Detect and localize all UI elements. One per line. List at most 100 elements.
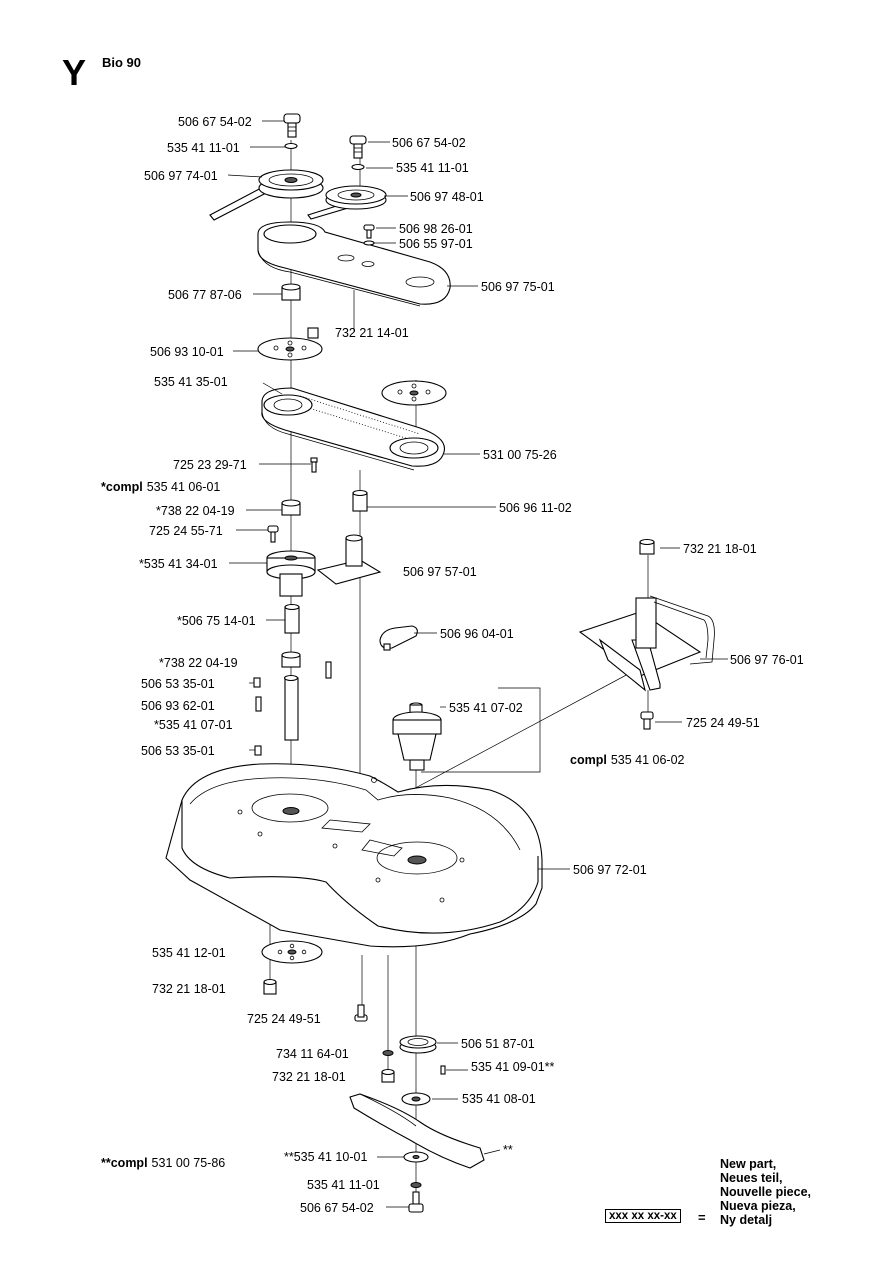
leader-lines — [227, 120, 728, 1208]
spacer-506-77-87 — [281, 283, 301, 301]
nut-732-21-18-left — [263, 978, 277, 995]
screw-725-24-49-bottom — [354, 1004, 368, 1022]
compl-label-bottom: **compl 531 00 75-86 — [101, 1156, 225, 1170]
part-label: *535 41 07-01 — [154, 718, 233, 732]
part-label: 506 67 54-02 — [392, 136, 466, 150]
legend-line: New part, — [720, 1157, 777, 1171]
part-label: 535 41 06-01 — [147, 480, 221, 494]
part-label: 506 67 54-02 — [300, 1201, 374, 1215]
spacer-small — [307, 327, 319, 339]
disc-plate-left — [257, 337, 323, 361]
washer-506-51-87 — [399, 1035, 437, 1054]
legend-line: Ny detalj — [720, 1213, 773, 1227]
pin-mid — [255, 696, 262, 712]
part-label: 506 55 97-01 — [399, 237, 473, 251]
part-label: 531 00 75-26 — [483, 448, 557, 462]
part-label: *738 22 04-19 — [159, 656, 238, 670]
part-label: 506 93 10-01 — [150, 345, 224, 359]
legend-line: Nouvelle piece, — [720, 1185, 812, 1199]
compl-prefix: compl — [570, 753, 607, 767]
shaft-535-41-07-01 — [283, 674, 299, 741]
belt-cover-upper — [257, 221, 451, 307]
pulley-small — [325, 185, 387, 210]
washer-bottom — [410, 1182, 422, 1188]
bolt-bottom — [408, 1191, 424, 1213]
legend-new-part: New part, Neues teil, Nouvelle piece, Nu… — [720, 1157, 811, 1227]
legend-line: Neues teil, — [720, 1171, 783, 1185]
screw-cover — [363, 224, 375, 246]
part-label: 725 24 49-51 — [247, 1012, 321, 1026]
model-title: Bio 90 — [102, 55, 142, 70]
part-label: 506 97 74-01 — [144, 169, 218, 183]
compl-label-top: *compl 535 41 06-01 — [101, 480, 220, 494]
part-label: 506 97 57-01 — [403, 565, 477, 579]
washer-535-41-10 — [403, 1151, 429, 1163]
part-label: 506 97 75-01 — [481, 280, 555, 294]
part-label: 506 53 35-01 — [141, 744, 215, 758]
bushing-738-22-04-top — [281, 499, 301, 516]
part-label: 506 97 48-01 — [410, 190, 484, 204]
toothed-belt-assembly — [261, 387, 446, 471]
lever-506-96-04 — [379, 625, 418, 651]
bushing-738-22-04-bottom — [281, 651, 301, 668]
compl-prefix: **compl — [101, 1156, 148, 1170]
mower-deck — [165, 763, 543, 948]
compl-prefix: *compl — [101, 480, 143, 494]
part-label: 506 77 87-06 — [168, 288, 242, 302]
key-535-41-09 — [440, 1065, 446, 1075]
part-label: 732 21 18-01 — [152, 982, 226, 996]
legend-equals: = — [698, 1210, 706, 1225]
nut-732-21-18-top — [639, 538, 655, 555]
nut-732-21-18-bottom — [381, 1068, 395, 1083]
pulley-large — [258, 169, 324, 199]
legend-code-box: xxx xx xx-xx — [605, 1209, 681, 1223]
part-label: *535 41 34-01 — [139, 557, 218, 571]
part-label: 535 41 11-01 — [307, 1178, 380, 1192]
part-label: 535 41 07-02 — [449, 701, 523, 715]
part-label: **535 41 10-01 — [284, 1150, 367, 1164]
part-label: 535 41 12-01 — [152, 946, 226, 960]
bolt-top-left — [283, 113, 301, 138]
pin-bottom — [254, 745, 262, 756]
part-label: 725 23 29-71 — [173, 458, 247, 472]
part-label: 531 00 75-86 — [152, 1156, 226, 1170]
spindle-535-41-07-02 — [392, 702, 442, 771]
part-label: 506 93 62-01 — [141, 699, 215, 713]
part-label: 506 97 76-01 — [730, 653, 804, 667]
washer-top-right — [351, 163, 365, 171]
part-label: 732 21 18-01 — [272, 1070, 346, 1084]
disc-plate-right — [381, 380, 447, 406]
screw-725-24-55 — [267, 525, 279, 543]
pin-top — [253, 677, 261, 688]
pin-right — [325, 661, 332, 679]
part-label: 734 11 64-01 — [276, 1047, 349, 1061]
part-label: 506 67 54-02 — [178, 115, 252, 129]
part-label: 506 98 26-01 — [399, 222, 473, 236]
compl-label-right: compl 535 41 06-02 — [570, 753, 685, 767]
page-section-letter: Y — [62, 52, 87, 93]
disc-535-41-12 — [261, 940, 323, 964]
bolt-top-right — [349, 135, 367, 159]
part-label: 535 41 11-01 — [167, 141, 240, 155]
part-label: 506 53 35-01 — [141, 677, 215, 691]
spindle-housing-left — [266, 550, 316, 597]
part-label: *738 22 04-19 — [156, 504, 235, 518]
part-label: *506 75 14-01 — [177, 614, 256, 628]
part-label: 535 41 35-01 — [154, 375, 228, 389]
part-label: 506 96 04-01 — [440, 627, 514, 641]
part-label: ** — [503, 1143, 513, 1157]
bracket-506-97-76 — [578, 595, 715, 692]
hub-535-41-08 — [401, 1092, 431, 1106]
part-label: 535 41 11-01 — [396, 161, 469, 175]
part-label: 732 21 18-01 — [683, 542, 757, 556]
part-labels: 506 67 54-02 535 41 11-01 506 97 74-01 5… — [101, 115, 804, 1215]
part-label: 535 41 06-02 — [611, 753, 685, 767]
sleeve-506-96-11 — [352, 489, 368, 512]
part-label: 535 41 08-01 — [462, 1092, 536, 1106]
washer-734-11-64 — [382, 1050, 394, 1056]
screw-725-23-29 — [310, 457, 318, 473]
screw-725-24-49-right — [640, 711, 654, 730]
part-label: 732 21 14-01 — [335, 326, 409, 340]
part-label: 506 51 87-01 — [461, 1037, 535, 1051]
